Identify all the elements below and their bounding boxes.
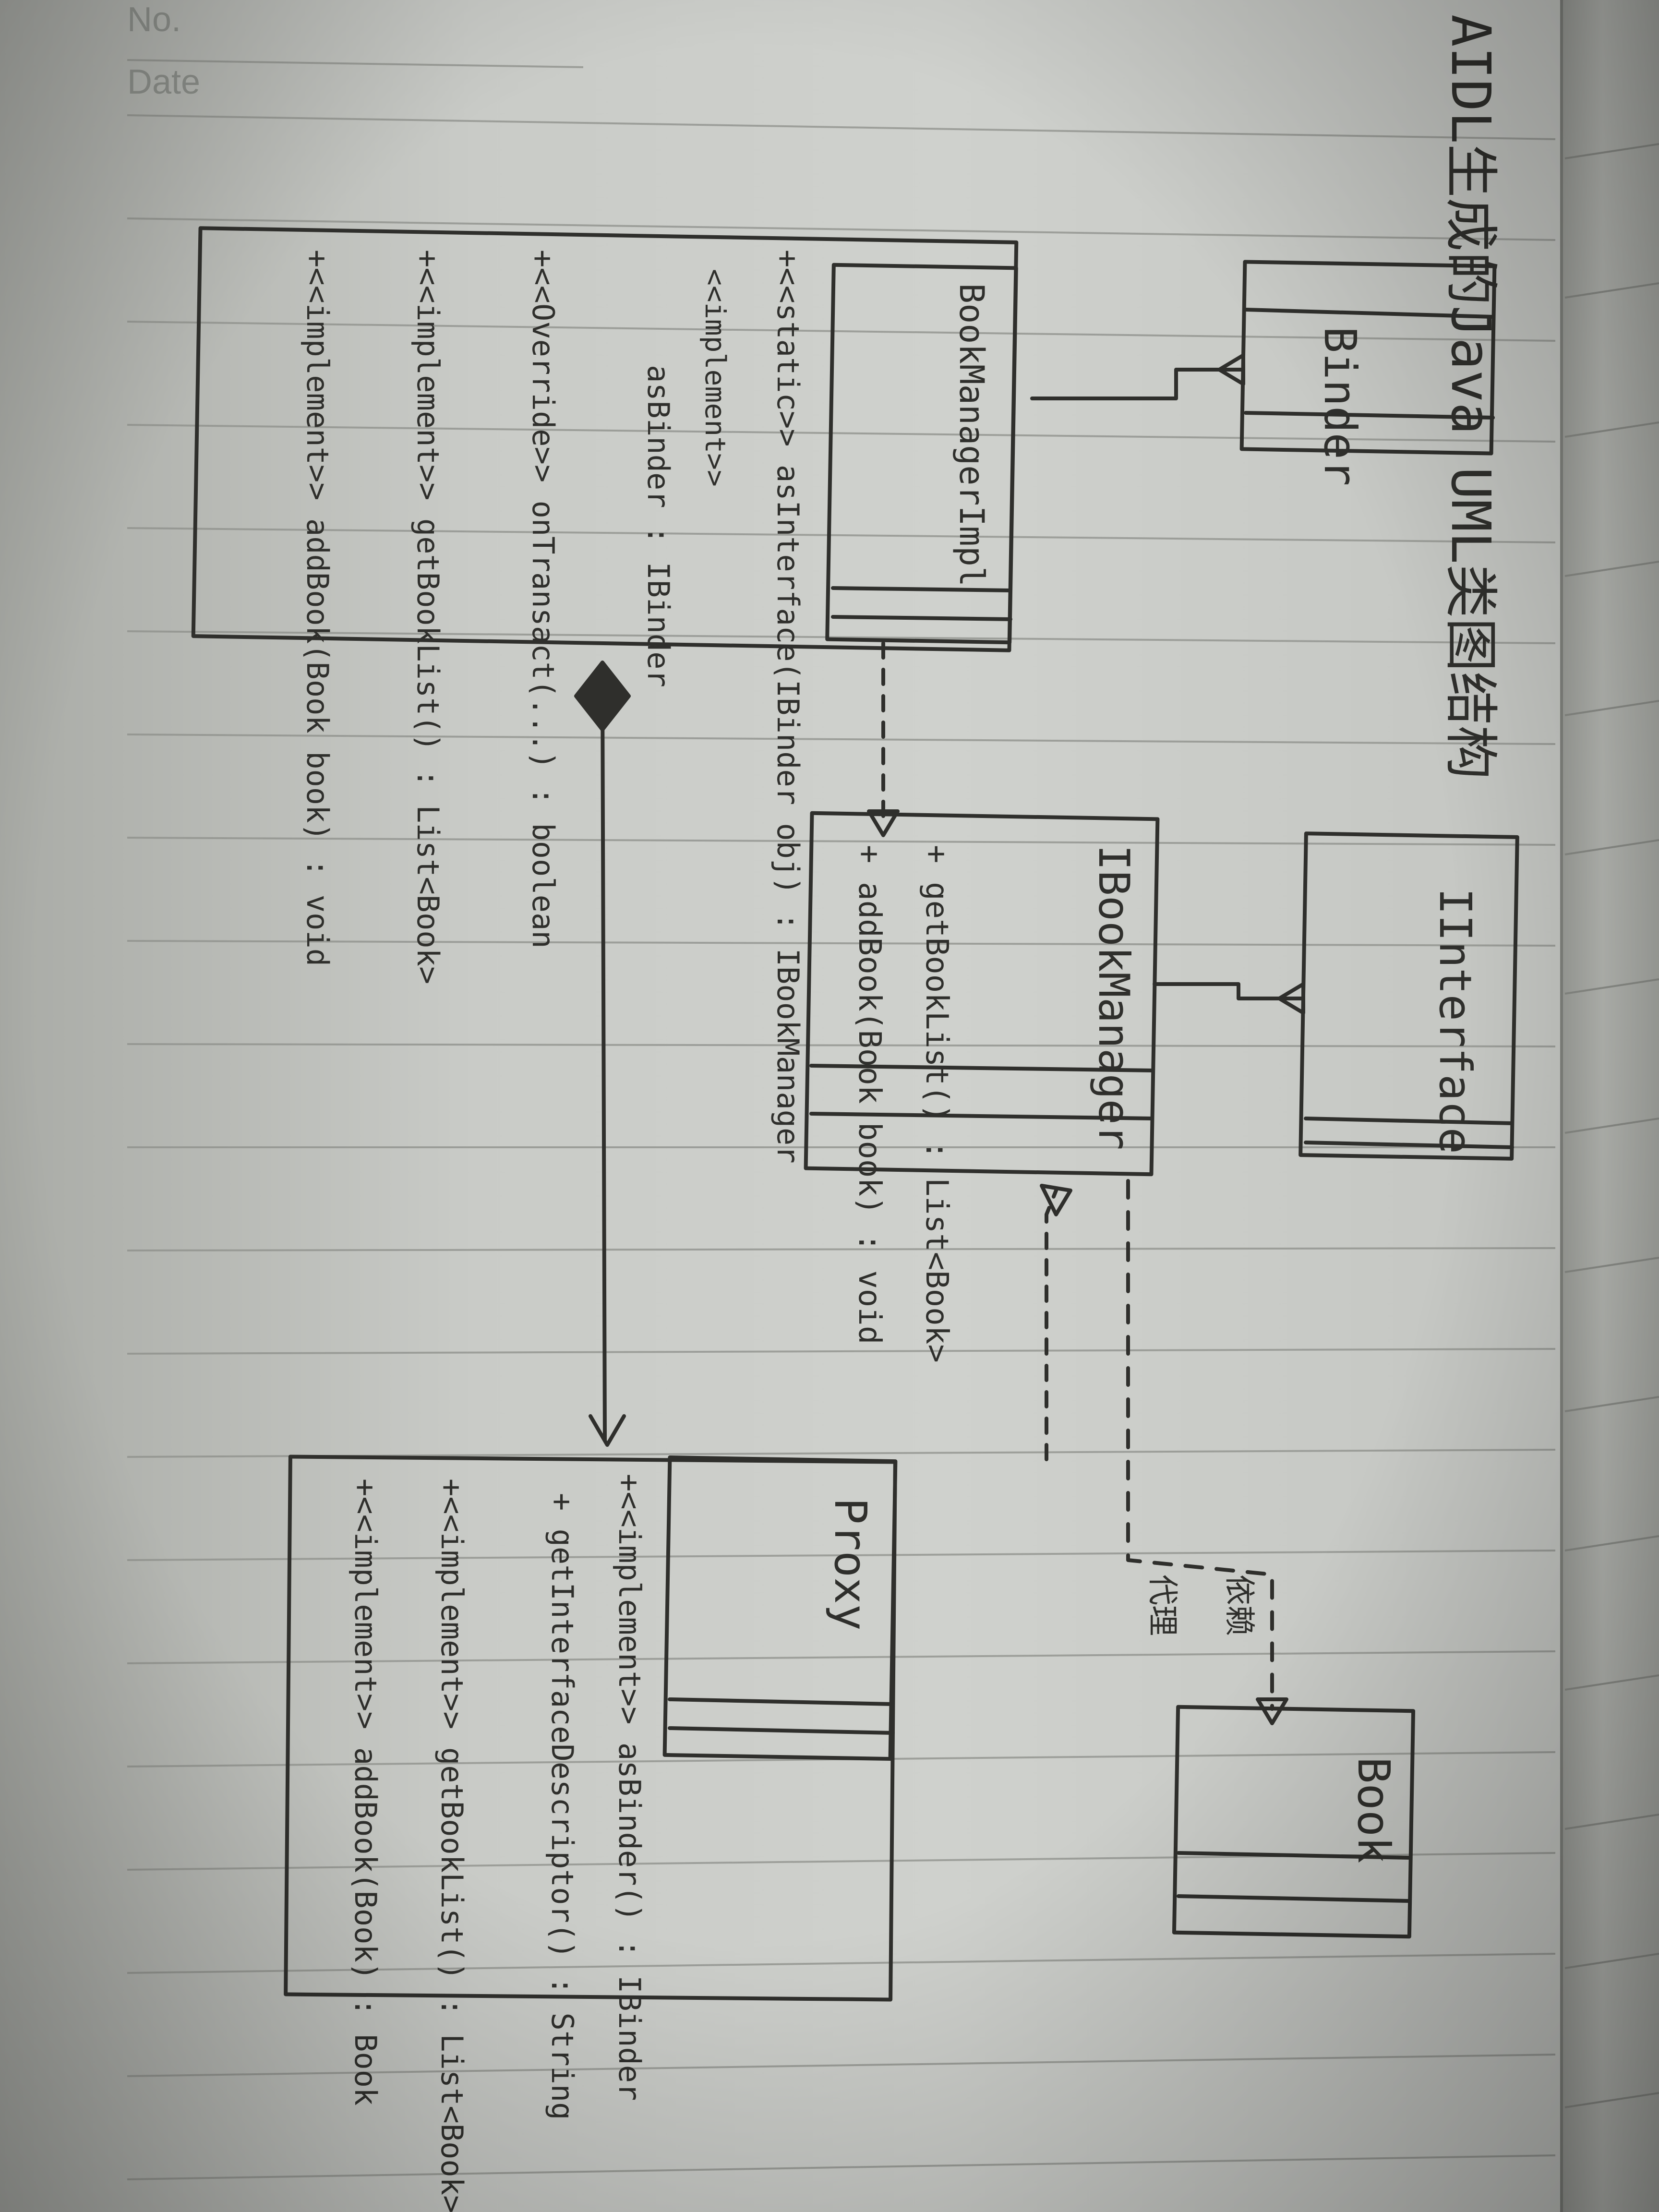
proxy-member-4: +<<implement>> addBook(Book) : Book: [348, 1479, 383, 2105]
proxy-outer-box: [284, 1455, 897, 2002]
notebook-date-label: Date: [127, 63, 201, 101]
proxy-member-3: +<<implement>> getBookList() : List<Book…: [434, 1479, 469, 2212]
stub-member-3: +<<implement>> getBookList() : List<Book…: [410, 250, 445, 984]
proxy-implements-head: [1040, 1184, 1072, 1216]
stub-side-name: asBinder : IBinder: [641, 365, 676, 687]
stub-class-box: [191, 226, 1019, 652]
ibookmanager-method-1: + getBookList() : List<Book>: [919, 845, 954, 1363]
stub-composition-proxy: [589, 680, 626, 1447]
book-name: Book: [1348, 1757, 1399, 1863]
stub-name: BookManagerImpl: [952, 283, 991, 587]
composition-diamond: [574, 661, 631, 732]
stub-implements-head: [867, 809, 900, 837]
ibookmanager-class-box: [804, 811, 1160, 1177]
proxy-implements-ibookmanager-arrow: [1045, 1189, 1058, 1461]
binder-name: Binder: [1314, 326, 1366, 486]
iinterface-name: IInterface: [1430, 888, 1481, 1154]
stub-side-label: <<implement>>: [699, 269, 732, 487]
notebook-next-page: [1560, 0, 1659, 2212]
ibookmanager-name: IBookManager: [1089, 845, 1139, 1150]
proxy-member-2: + getInterfaceDescriptor() : String: [545, 1493, 580, 2120]
depends-head: [1256, 1697, 1288, 1725]
proxy-name: Proxy: [825, 1498, 876, 1631]
ibookmanager-extends-iinterface-arrow: [1153, 982, 1305, 1015]
ruled-lines: [127, 59, 1556, 2180]
notebook-no-label: No.: [127, 0, 181, 39]
stub-member-1: +<<static>> asInterface(IBinder obj) : I…: [770, 250, 805, 1164]
proxy-member-1: +<<implement>> asBinder() : IBinder: [612, 1474, 647, 2101]
proxy-relation-label: 代理: [1144, 1575, 1180, 1636]
stub-member-4: +<<implement>> addBook(Book book) : void: [300, 250, 335, 966]
ibookmanager-depends-book: [1126, 1179, 1274, 1711]
book-class-box: [1172, 1705, 1416, 1939]
depend-relation-label: 依赖: [1221, 1575, 1257, 1636]
iinterface-class-box: [1298, 831, 1519, 1161]
ibookmanager-method-2: + addBook(Book book) : void: [852, 845, 887, 1344]
stub-member-2: +<<Override>> onTransact(...) : boolean: [526, 250, 561, 949]
next-page-lines: [1564, 143, 1659, 2108]
stub-extends-binder-arrow: [1030, 353, 1245, 400]
notebook-page: [0, 0, 1579, 2212]
